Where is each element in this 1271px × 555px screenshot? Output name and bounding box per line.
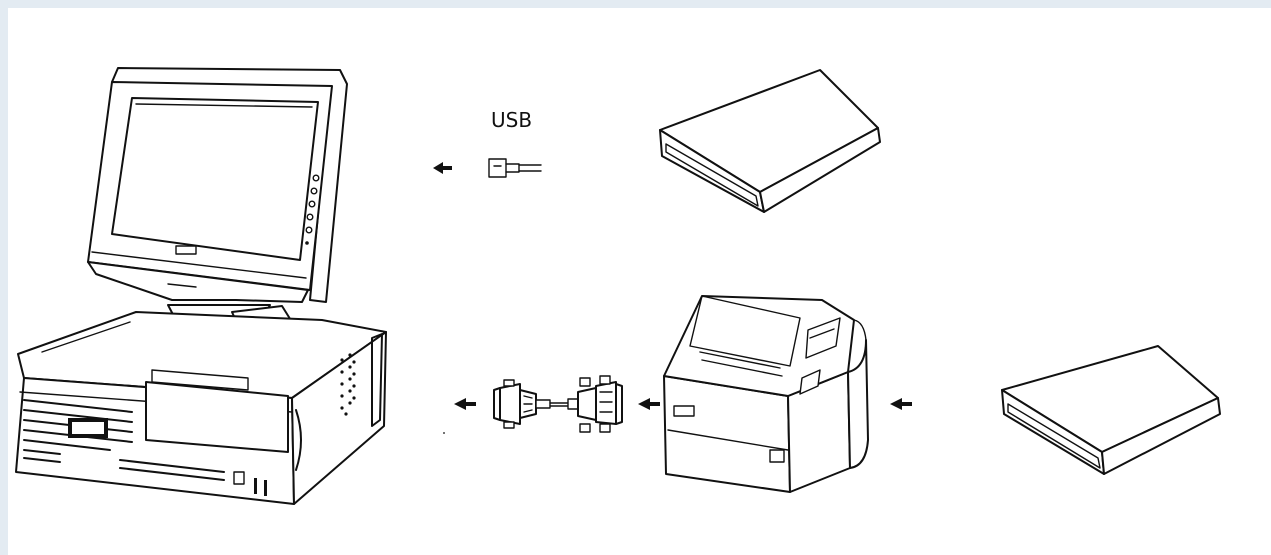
drive-bay (145, 381, 289, 453)
serial-arrow-right (638, 398, 660, 410)
drawer-arrow (890, 398, 912, 410)
usb-arrow (433, 162, 452, 174)
computer-chassis (15, 311, 387, 505)
serial-arrow-left (454, 398, 476, 410)
connection-diagram: USB (15, 67, 1221, 505)
cash-drawer-icon (659, 69, 881, 213)
cash-drawer-icon (1001, 345, 1221, 475)
computer-terminal-icon (15, 67, 387, 505)
serial-cable-icon (493, 375, 623, 433)
monitor (87, 67, 348, 303)
usb-label: USB (491, 108, 532, 132)
receipt-printer-icon (663, 295, 869, 493)
monitor-screen (111, 97, 319, 261)
usb-plug-icon (488, 158, 542, 178)
diagram-canvas: USB (8, 8, 1271, 555)
